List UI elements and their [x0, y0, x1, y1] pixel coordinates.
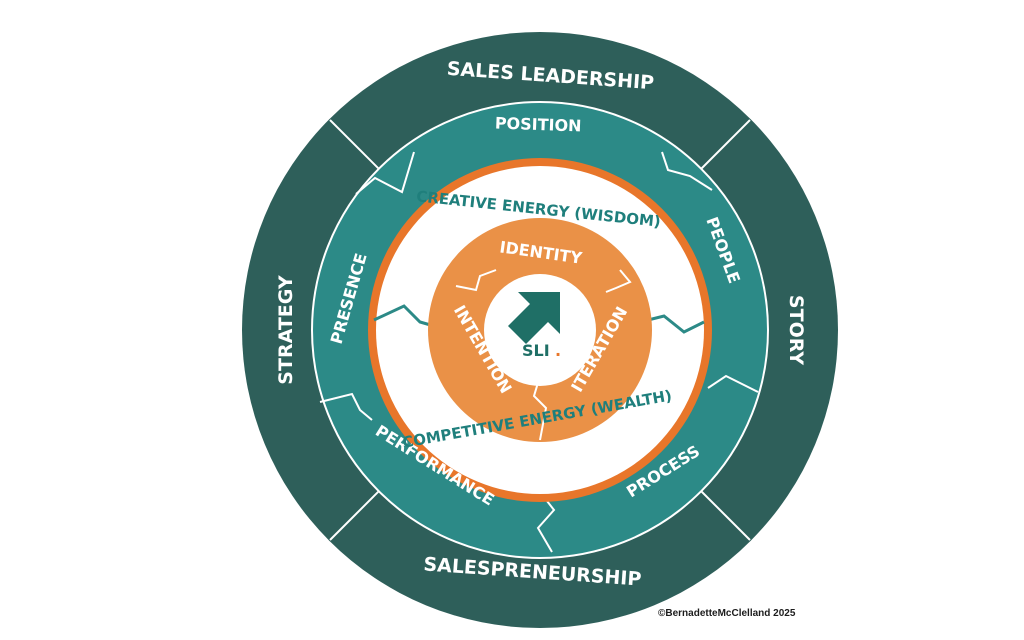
copyright-notice: ©BernadetteMcClelland 2025: [658, 608, 796, 619]
outer-label-right: STORY: [785, 295, 807, 365]
energy-divider-right: [639, 314, 705, 334]
inner-divider-bottom: [532, 375, 548, 441]
outer-label-left: STRATEGY: [275, 275, 297, 385]
middle-divider-top-left: [355, 151, 415, 195]
inner-divider-top-right: [605, 269, 632, 293]
center-logo: SLI .: [484, 274, 596, 386]
middle-divider-top-right: [661, 151, 713, 191]
energy-divider-left: [373, 304, 435, 328]
middle-divider-left: [319, 392, 373, 421]
middle-label-top: POSITION: [495, 113, 582, 135]
logo-text: SLI: [522, 341, 550, 360]
middle-ring-edge: [311, 101, 769, 559]
arrow-up-right-icon: [508, 292, 560, 344]
logo-dot: .: [555, 341, 561, 360]
middle-divider-right: [707, 374, 759, 393]
inner-divider-top-left: [455, 269, 497, 292]
